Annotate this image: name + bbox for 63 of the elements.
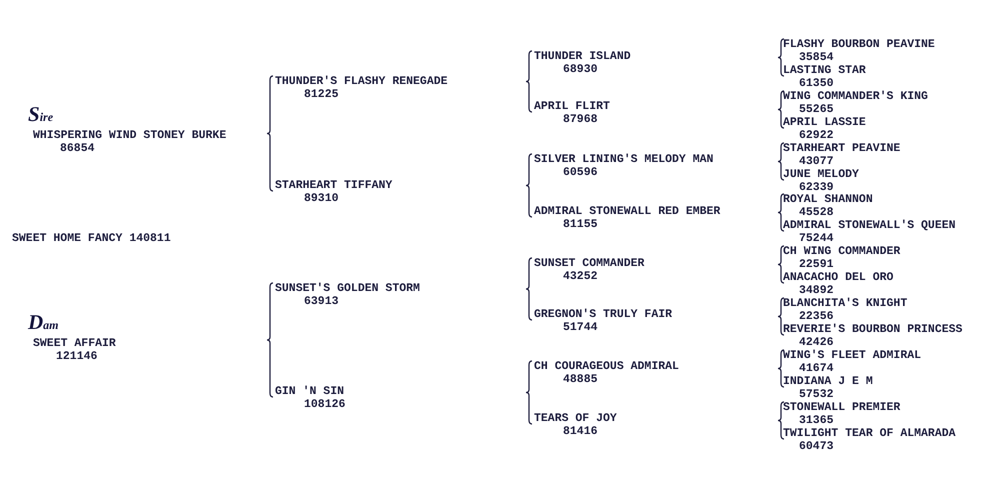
horse-name: ADMIRAL STONEWALL'S QUEEN [783,219,956,232]
horse-name: CH COURAGEOUS ADMIRAL [534,360,679,373]
registration-number: 42426 [799,336,834,349]
registration-number: 81416 [563,425,598,438]
horse-name: APRIL FLIRT [534,100,610,113]
pedigree-heading: Dam [28,312,59,335]
horse-name: ROYAL SHANNON [783,193,873,206]
horse-name: BLANCHITA'S KNIGHT [783,297,908,310]
horse-name: TWILIGHT TEAR OF ALMARADA [783,427,956,440]
registration-number: 45528 [799,206,834,219]
registration-number: 62922 [799,129,834,142]
registration-number: 87968 [563,113,598,126]
horse-name: ADMIRAL STONEWALL RED EMBER [534,205,720,218]
horse-name: WING COMMANDER'S KING [783,90,928,103]
registration-number: 86854 [60,142,95,155]
horse-name: THUNDER'S FLASHY RENEGADE [275,75,448,88]
horse-name: STARHEART PEAVINE [783,142,900,155]
registration-number: 41674 [799,362,834,375]
horse-name: WHISPERING WIND STONEY BURKE [33,129,226,142]
horse-name: THUNDER ISLAND [534,50,631,63]
registration-number: 43252 [563,270,598,283]
registration-number: 121146 [56,350,98,363]
horse-name: SILVER LINING'S MELODY MAN [534,153,714,166]
horse-name: REVERIE'S BOURBON PRINCESS [783,323,962,336]
registration-number: 31365 [799,414,834,427]
horse-name: TEARS OF JOY [534,412,617,425]
registration-number: 35854 [799,51,834,64]
registration-number: 60473 [799,440,834,453]
horse-name: INDIANA J E M [783,375,873,388]
registration-number: 22356 [799,310,834,323]
horse-name: STARHEART TIFFANY [275,179,392,192]
registration-number: 81155 [563,218,598,231]
horse-name: GREGNON'S TRULY FAIR [534,308,672,321]
horse-name: ANACACHO DEL ORO [783,271,894,284]
registration-number: 34892 [799,284,834,297]
registration-number: 63913 [304,295,339,308]
registration-number: 81225 [304,88,339,101]
horse-name: APRIL LASSIE [783,116,866,129]
horse-name: SUNSET'S GOLDEN STORM [275,282,420,295]
horse-name: STONEWALL PREMIER [783,401,900,414]
horse-name: LASTING STAR [783,64,866,77]
registration-number: 48885 [563,373,598,386]
pedigree-heading: Sire [28,104,54,127]
registration-number: 57532 [799,388,834,401]
horse-name: GIN 'N SIN [275,385,344,398]
registration-number: 108126 [304,398,346,411]
registration-number: 75244 [799,232,834,245]
registration-number: 61350 [799,77,834,90]
registration-number: 62339 [799,181,834,194]
registration-number: 68930 [563,63,598,76]
registration-number: 60596 [563,166,598,179]
horse-name: FLASHY BOURBON PEAVINE [783,38,935,51]
registration-number: 43077 [799,155,834,168]
horse-name: CH WING COMMANDER [783,245,900,258]
horse-name: SUNSET COMMANDER [534,257,644,270]
horse-name: JUNE MELODY [783,168,859,181]
horse-name: WING'S FLEET ADMIRAL [783,349,922,362]
horse-title: SWEET HOME FANCY 140811 [12,232,171,245]
horse-name: SWEET AFFAIR [33,337,116,350]
registration-number: 51744 [563,321,598,334]
registration-number: 22591 [799,258,834,271]
registration-number: 55265 [799,103,834,116]
registration-number: 89310 [304,192,339,205]
